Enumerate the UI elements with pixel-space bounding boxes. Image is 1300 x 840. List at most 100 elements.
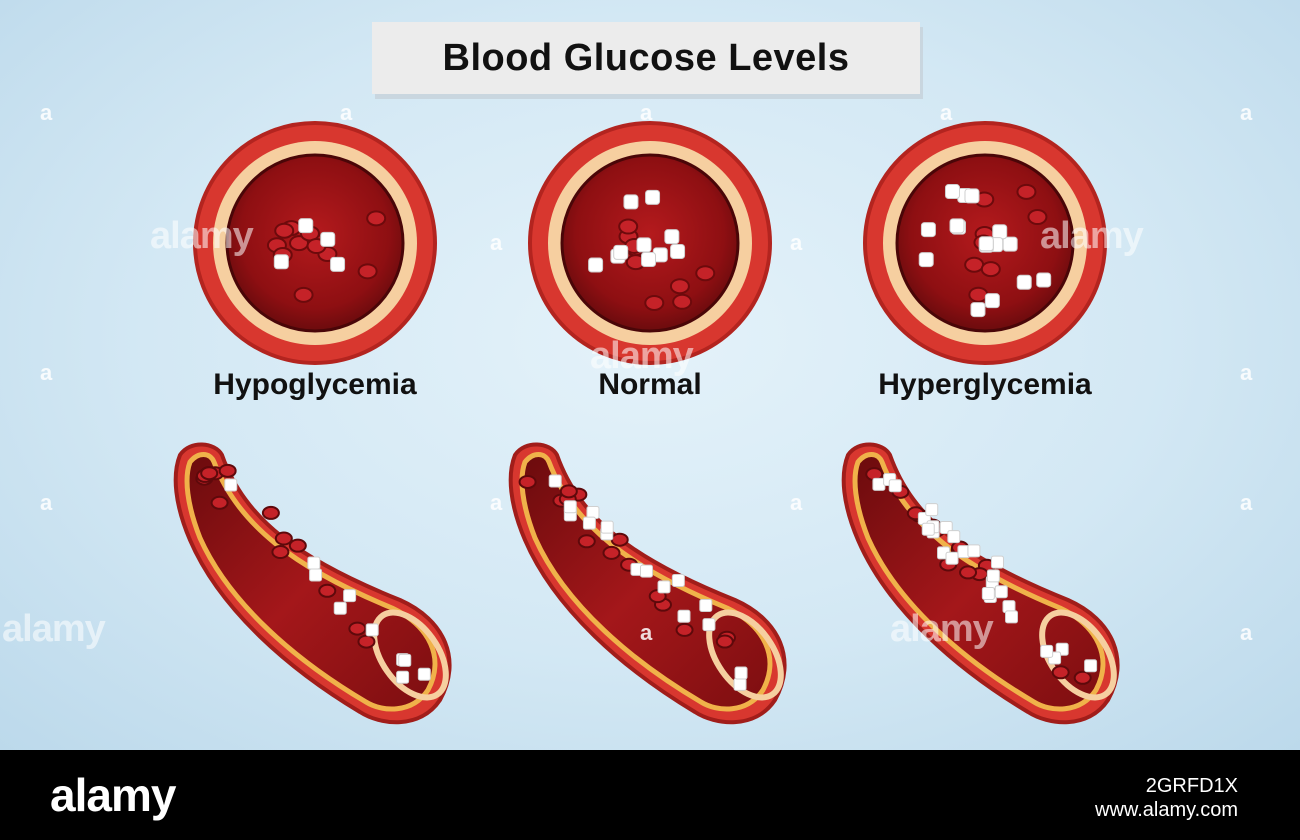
red-blood-cell — [210, 495, 229, 510]
footer-bar: alamy 2GRFD1X www.alamy.com — [0, 750, 1300, 840]
glucose-molecule — [945, 551, 959, 565]
glucose-molecule — [1040, 644, 1054, 658]
red-blood-cell — [669, 278, 690, 295]
glucose-molecule — [333, 601, 347, 615]
glucose-molecule — [224, 478, 238, 492]
glucose-molecule — [671, 574, 685, 588]
glucose-molecule — [664, 229, 680, 245]
glucose-molecule — [582, 516, 596, 530]
glucose-molecule — [396, 670, 410, 684]
red-blood-cell — [715, 634, 734, 649]
glucose-molecule — [918, 252, 934, 268]
glucose-molecule — [330, 256, 346, 272]
glucose-molecule — [986, 569, 1000, 583]
red-blood-cell — [348, 621, 367, 636]
diagram-title: Blood Glucose Levels — [442, 37, 850, 79]
red-blood-cell — [610, 532, 629, 547]
watermark-mark: a — [40, 490, 53, 515]
red-blood-cell — [200, 466, 219, 481]
red-blood-cell — [980, 261, 1001, 278]
watermark-mark: a — [40, 360, 53, 385]
watermark-word: alamy — [590, 335, 694, 377]
blood-vessel — [508, 442, 787, 725]
watermark-mark: a — [940, 100, 953, 125]
red-blood-cell — [288, 538, 307, 553]
glucose-molecule — [639, 564, 653, 578]
red-blood-cell — [675, 622, 694, 637]
watermark-word: alamy — [890, 608, 994, 650]
watermark-mark: a — [490, 230, 503, 255]
watermark-mark: a — [1240, 490, 1253, 515]
glucose-molecule — [636, 237, 652, 253]
vessel-opening-ring — [371, 609, 449, 701]
red-blood-cell — [959, 565, 978, 580]
glucose-molecule — [320, 231, 336, 247]
watermark-word: alamy — [1040, 215, 1144, 257]
red-blood-cell — [366, 210, 387, 227]
vessel-illustrations — [173, 121, 1120, 725]
glucose-molecule — [970, 302, 986, 318]
glucose-molecule — [994, 585, 1008, 599]
watermark-mark: a — [340, 100, 353, 125]
red-blood-cell — [357, 263, 378, 280]
image-id: 2GRFD1X — [1145, 775, 1238, 797]
red-blood-cell — [274, 222, 295, 239]
diagram-canvas: Blood Glucose Levels Hypoglycemia Normal… — [0, 0, 1300, 750]
glucose-molecule — [699, 599, 713, 613]
glucose-molecule — [1005, 610, 1019, 624]
watermark-mark: a — [1240, 360, 1253, 385]
glucose-molecule — [417, 667, 431, 681]
glucose-molecule — [944, 184, 960, 200]
glucose-molecule — [677, 609, 691, 623]
glucose-molecule — [670, 244, 686, 260]
red-blood-cell — [695, 265, 716, 282]
footer-credit: 2GRFD1X www.alamy.com — [1095, 774, 1238, 822]
glucose-molecule — [657, 580, 671, 594]
glucose-molecule — [641, 252, 657, 268]
glucose-molecule — [548, 474, 562, 488]
label-hypoglycemia: Hypoglycemia — [213, 368, 417, 401]
watermark-mark: a — [40, 100, 53, 125]
footer-logo: alamy — [50, 769, 176, 821]
label-hyperglycemia: Hyperglycemia — [878, 368, 1092, 401]
watermark-word: alamy — [150, 215, 254, 257]
glucose-molecule — [947, 530, 961, 544]
glucose-molecule — [273, 254, 289, 270]
red-blood-cell — [274, 531, 293, 546]
title-box: Blood Glucose Levels — [372, 22, 920, 94]
glucose-molecule — [588, 257, 604, 273]
vessel-cross-section — [528, 121, 772, 365]
glucose-molecule — [981, 587, 995, 601]
red-blood-cell — [357, 634, 376, 649]
blood-vessel — [173, 442, 452, 725]
glucose-molecule — [964, 188, 980, 204]
glucose-molecule — [307, 556, 321, 570]
blood-vessel — [841, 442, 1120, 725]
glucose-molecule — [733, 677, 747, 691]
red-blood-cell — [602, 545, 621, 560]
vessel-opening-ring — [706, 609, 784, 701]
glucose-molecule — [978, 236, 994, 252]
watermark-mark: a — [640, 100, 653, 125]
watermark-mark: a — [640, 620, 653, 645]
label-normal: Normal — [598, 368, 702, 401]
glucose-molecule — [872, 477, 886, 491]
glucose-molecule — [613, 244, 629, 260]
glucose-molecule — [398, 653, 412, 667]
glucose-molecule — [645, 189, 661, 205]
glucose-molecule — [992, 224, 1008, 240]
glucose-molecule — [600, 520, 614, 534]
watermark-mark: a — [790, 490, 803, 515]
glucose-molecule — [949, 218, 965, 234]
red-blood-cell — [261, 505, 280, 520]
red-blood-cell — [577, 534, 596, 549]
watermark-mark: a — [1240, 100, 1253, 125]
glucose-molecule — [734, 666, 748, 680]
red-blood-cell — [518, 474, 537, 489]
red-blood-cell — [1073, 670, 1092, 685]
red-blood-cell — [318, 583, 337, 598]
watermark-word: alamy — [2, 608, 106, 650]
glucose-molecule — [1002, 236, 1018, 252]
red-blood-cell — [644, 294, 665, 311]
glucose-molecule — [702, 618, 716, 632]
